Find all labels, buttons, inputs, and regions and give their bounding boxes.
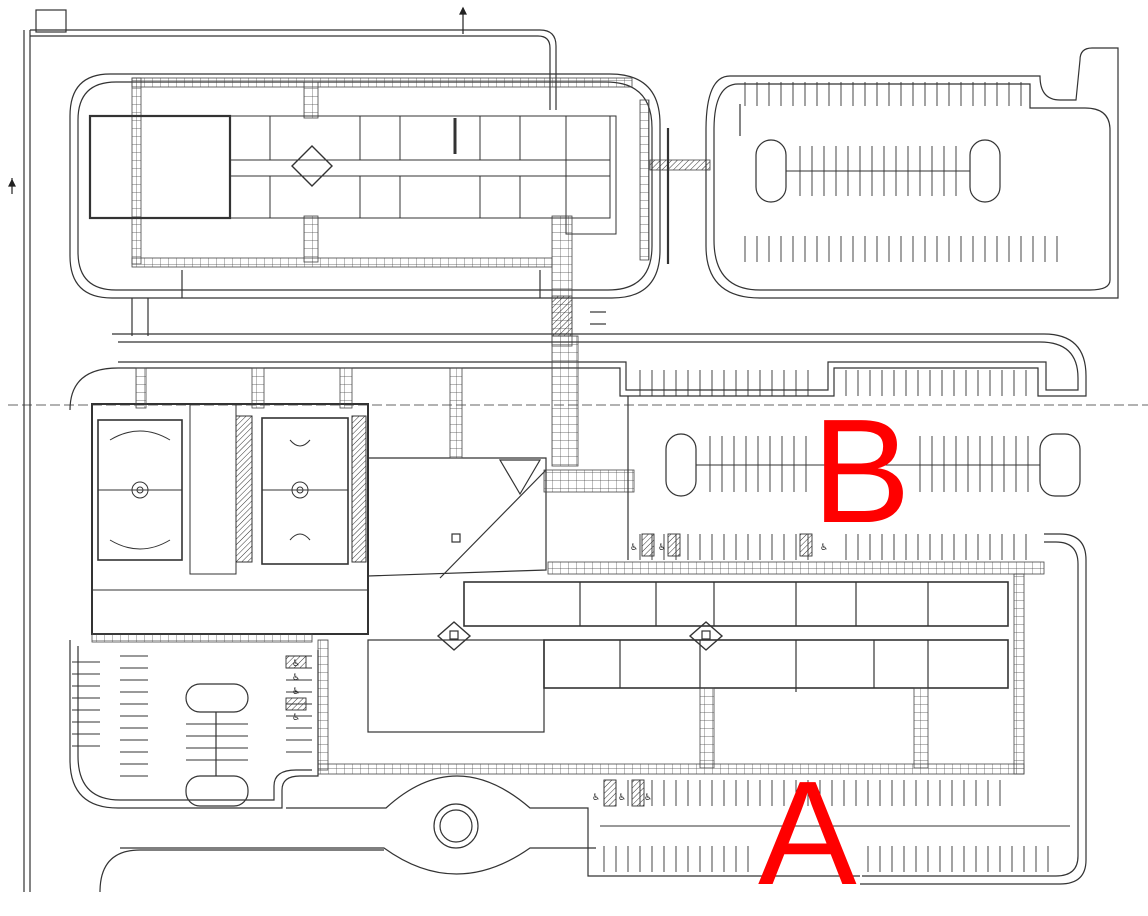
- east-parking-stalls: [639, 370, 1040, 560]
- svg-text:♿: ♿: [658, 543, 666, 553]
- gymnasium-building: [91, 403, 369, 635]
- north-arrow-icon: [8, 6, 467, 194]
- svg-text:♿: ♿: [618, 793, 626, 803]
- svg-text:♿: ♿: [644, 793, 652, 803]
- northeast-parking-stalls: [666, 82, 1058, 264]
- south-parking-stalls: [600, 779, 1070, 872]
- svg-text:♿: ♿: [592, 793, 600, 803]
- zone-b-marker: B: [812, 389, 911, 554]
- svg-text:♿: ♿: [820, 543, 828, 553]
- svg-text:♿: ♿: [630, 543, 638, 553]
- svg-text:♿: ♿: [292, 659, 300, 669]
- accessible-parking-icon: ♿ ♿ ♿ ♿ ♿ ♿ ♿ ♿ ♿ ♿: [292, 543, 828, 803]
- north-building: [88, 114, 617, 235]
- north-ring-road: [69, 73, 661, 299]
- south-walkways: [91, 335, 1045, 775]
- main-classroom-building: [367, 581, 1009, 733]
- central-commons: [367, 457, 547, 579]
- southwest-parking-stalls: [72, 655, 312, 777]
- north-walkways: [131, 77, 711, 347]
- svg-text:♿: ♿: [292, 713, 300, 723]
- northeast-parking-lot: [705, 47, 1119, 299]
- southwest-parking-lot: [69, 640, 319, 809]
- zone-a-marker: A: [758, 751, 857, 916]
- svg-text:♿: ♿: [292, 673, 300, 683]
- svg-text:♿: ♿: [292, 687, 300, 697]
- south-dropoff-loop: [99, 775, 860, 893]
- middle-drive: [69, 298, 1087, 411]
